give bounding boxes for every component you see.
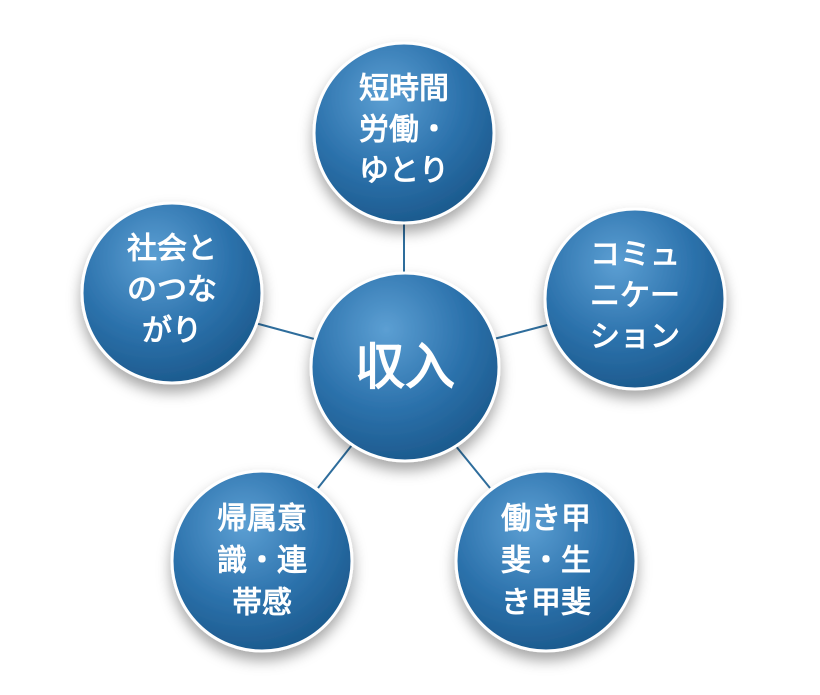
outer-node-right: コミュ ニケー ション — [543, 207, 727, 391]
node-label-line: き甲斐 — [501, 586, 591, 621]
outer-node-left: 社会と のつな がり — [80, 201, 264, 385]
outer-node-left-circle — [80, 201, 264, 385]
node-label-line: 労働・ — [359, 113, 449, 148]
node-label-line: のつな — [127, 273, 217, 308]
node-label-line: 識・連 — [217, 544, 308, 579]
connector-bottom-left — [317, 444, 353, 489]
node-label-line: 働き甲 — [500, 502, 591, 537]
connector-right — [489, 322, 556, 341]
connector-left — [254, 322, 319, 341]
connectors — [254, 220, 556, 489]
node-label-line: コミュ — [590, 238, 680, 273]
node-label-line: ション — [590, 320, 680, 355]
outer-node-bottom-right-circle — [454, 469, 638, 653]
outer-node-top-circle — [312, 41, 496, 225]
center-node: 収入 — [309, 271, 501, 463]
node-label-line: がり — [142, 314, 202, 349]
center-node-label: 収入 — [355, 338, 455, 396]
node-label-line: ゆとり — [359, 154, 449, 189]
node-label-line: 帯感 — [232, 586, 292, 621]
outer-node-top: 短時間 労働・ ゆとり — [312, 41, 496, 225]
node-label-line: 帰属意 — [217, 502, 307, 537]
outer-node-bottom-left-circle — [170, 469, 354, 653]
node-label-line: ニケー — [590, 279, 680, 314]
center-node-circle — [309, 271, 501, 463]
outer-node-right-circle — [543, 207, 727, 391]
node-label-line: 斐・生 — [501, 544, 591, 579]
outer-node-bottom-left: 帰属意 識・連 帯感 — [170, 469, 354, 653]
node-label-line: 短時間 — [359, 72, 449, 107]
node-label-line: 社会と — [127, 232, 217, 267]
outer-node-bottom-right: 働き甲 斐・生 き甲斐 — [454, 469, 638, 653]
connector-bottom-right — [454, 444, 491, 489]
